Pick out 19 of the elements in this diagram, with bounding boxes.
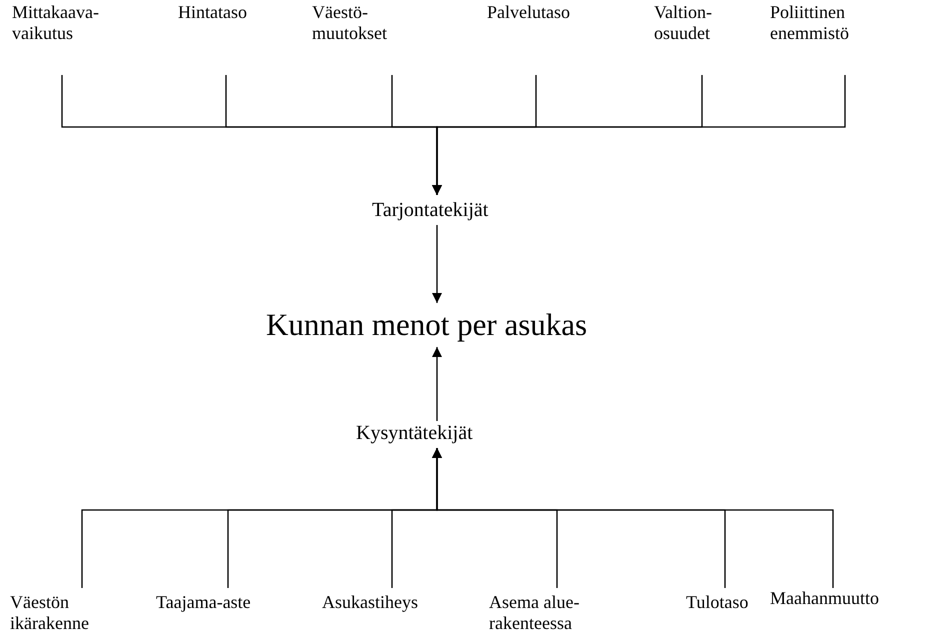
factor-label: Tulotaso	[686, 592, 748, 613]
arrow	[432, 75, 846, 195]
arrow	[432, 225, 442, 303]
arrow	[432, 347, 442, 421]
factor-label: Maahanmuutto	[770, 588, 879, 609]
factor-label: Asukastiheys	[322, 592, 418, 613]
factor-label: Väestön ikärakenne	[10, 592, 89, 634]
factor-label: Hintataso	[178, 2, 247, 23]
factor-label: Väestö-muutokset	[312, 2, 387, 44]
factor-label: Taajama-aste	[156, 592, 251, 613]
factor-label: Mittakaava-vaikutus	[12, 2, 99, 44]
factor-heading: Tarjontatekijät	[372, 200, 488, 221]
factor-heading: Kysyntätekijät	[356, 423, 473, 444]
factor-label: Valtion-osuudet	[654, 2, 712, 44]
factor-label: Poliittinen enemmistö	[770, 2, 849, 44]
factor-label: Palvelutaso	[487, 2, 570, 23]
factor-heading: Kunnan menot per asukas	[266, 306, 588, 344]
factor-label: Asema alue-rakenteessa	[489, 592, 580, 634]
arrow	[432, 448, 834, 588]
